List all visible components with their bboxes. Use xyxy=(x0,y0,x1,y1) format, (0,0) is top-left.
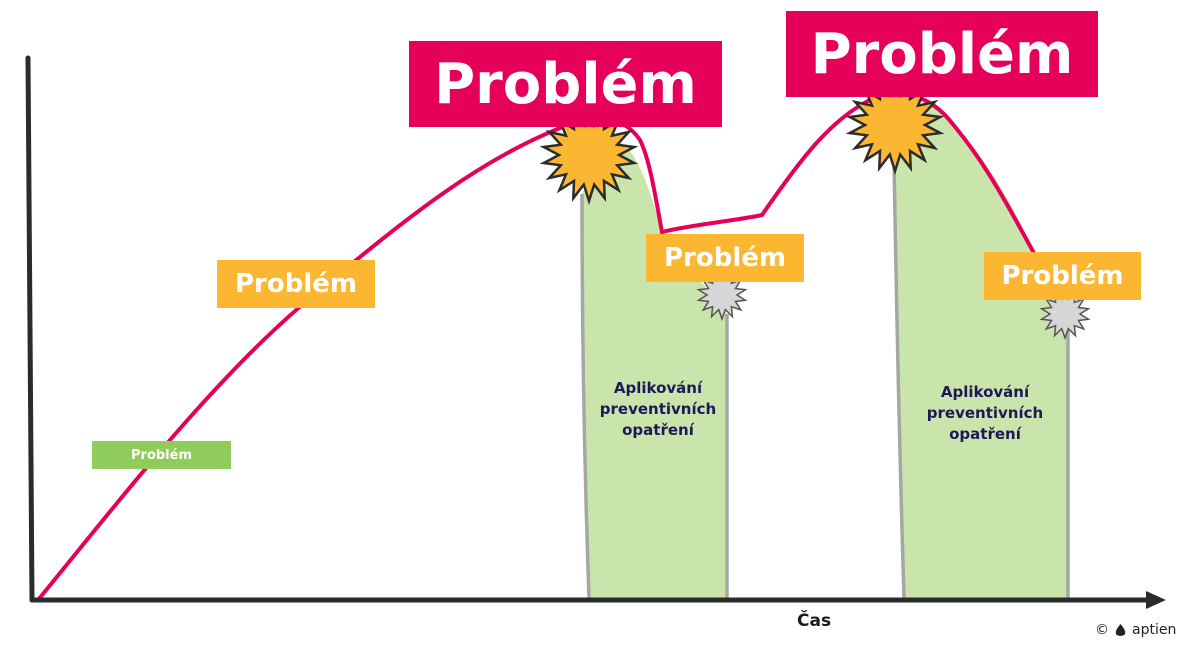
zone-1-line-2: preventivních xyxy=(599,400,717,418)
zone-1-line-3: opatření xyxy=(622,421,694,439)
prevention-zone-2 xyxy=(894,105,1068,598)
zone-2-line-3: opatření xyxy=(949,425,1021,443)
explosion-icon xyxy=(1039,287,1091,341)
zone-2-line-2: preventivních xyxy=(926,404,1044,422)
problem-label-small-1: Problém xyxy=(92,441,231,469)
brand-name: aptien xyxy=(1132,622,1177,638)
problem-label-medium-2: Problém xyxy=(646,234,804,282)
prevention-zone-2-text: Aplikování preventivních opatření xyxy=(910,382,1060,445)
problem-label-medium-1: Problém xyxy=(217,260,375,308)
aptien-logo-icon xyxy=(1115,624,1126,636)
explosion-icon xyxy=(696,268,748,322)
x-axis-arrow-icon xyxy=(1146,591,1166,609)
problem-label-large-2: Problém xyxy=(786,11,1098,97)
zone-2-left-line xyxy=(892,159,906,599)
problem-label-medium-3: Problém xyxy=(984,252,1141,300)
credit: © aptien xyxy=(1095,622,1176,638)
problem-label-large-1: Problém xyxy=(409,41,722,127)
zone-1-line-1: Aplikování xyxy=(613,379,703,397)
prevention-zone-1-text: Aplikování preventivních opatření xyxy=(590,378,726,441)
zone-2-line-1: Aplikování xyxy=(940,383,1030,401)
zone-1-left-line xyxy=(580,193,591,599)
prevention-zone-1 xyxy=(582,140,727,598)
explosion-icon xyxy=(539,104,639,206)
copyright-symbol: © xyxy=(1095,622,1109,638)
explosion-icon xyxy=(845,74,945,176)
y-axis xyxy=(25,55,35,603)
x-axis-label: Čas xyxy=(797,611,832,631)
problem-curve xyxy=(36,92,1037,602)
